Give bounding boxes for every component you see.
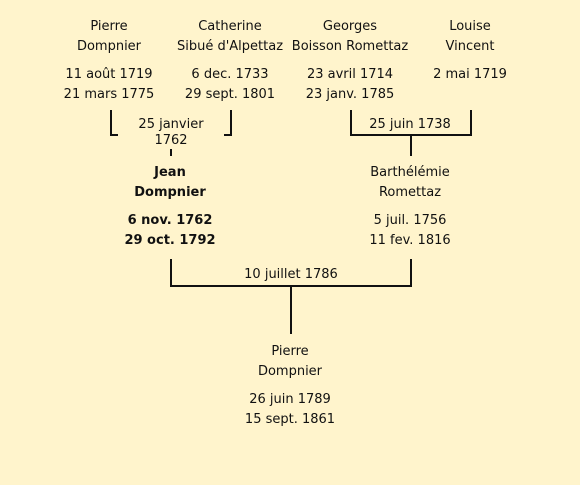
person-last-name: Dompnier	[134, 185, 206, 200]
person-dates: 26 juin 1789 15 sept. 1861	[215, 390, 365, 430]
person-dates: 6 nov. 1762 29 oct. 1792	[95, 211, 245, 251]
person-last-name: Vincent	[445, 39, 495, 54]
person-pierre-dompnier-senior: Pierre Dompnier 11 août 1719 21 mars 177…	[34, 17, 184, 105]
person-georges-boisson-romettaz: Georges Boisson Romettaz 23 avril 1714 2…	[275, 17, 425, 105]
person-barthelemie-romettaz: Barthélémie Romettaz 5 juil. 1756 11 fev…	[335, 163, 485, 251]
right-bracket-left-leg	[350, 110, 352, 136]
birth-date: 11 août 1719	[65, 67, 153, 82]
birth-date: 23 avril 1714	[306, 67, 394, 82]
person-last-name: Sibué d'Alpettaz	[176, 39, 284, 54]
person-louise-vincent: Louise Vincent 2 mai 1719	[395, 17, 545, 85]
person-catherine-sibue: Catherine Sibué d'Alpettaz 6 dec. 1733 2…	[155, 17, 305, 105]
person-last-name: Boisson Romettaz	[291, 39, 409, 54]
person-first-name: Jean	[154, 165, 186, 180]
birth-date: 2 mai 1719	[433, 67, 507, 82]
left-bracket-right-leg	[230, 110, 232, 136]
person-pierre-dompnier-child: Pierre Dompnier 26 juin 1789 15 sept. 18…	[215, 342, 365, 430]
left-bracket-left-leg	[110, 110, 112, 136]
death-date: 15 sept. 1861	[244, 412, 336, 427]
person-dates: 5 juil. 1756 11 fev. 1816	[335, 211, 485, 251]
birth-date: 5 juil. 1756	[373, 213, 447, 228]
person-dates: 2 mai 1719	[395, 65, 545, 85]
marriage-date-dompnier-romettaz: 10 juillet 1786	[236, 267, 346, 283]
person-first-name: Barthélémie	[370, 165, 450, 180]
parent-bracket-right-leg	[410, 259, 412, 287]
death-date: 29 sept. 1801	[184, 87, 276, 102]
person-dates: 11 août 1719 21 mars 1775	[34, 65, 184, 105]
right-descent-line	[410, 136, 412, 156]
right-bracket-right-leg	[470, 110, 472, 136]
marriage-date-dompnier-sibue: 25 janvier 1762	[118, 117, 224, 149]
death-date: 11 fev. 1816	[369, 233, 451, 248]
person-jean-dompnier: Jean Dompnier 6 nov. 1762 29 oct. 1792	[95, 163, 245, 251]
person-first-name: Georges	[322, 19, 378, 34]
death-date: 29 oct. 1792	[124, 233, 216, 248]
person-last-name: Dompnier	[76, 39, 142, 54]
person-first-name: Louise	[449, 19, 491, 34]
marriage-date-boisson-vincent: 25 juin 1738	[362, 117, 458, 133]
parent-bracket-left-leg	[170, 259, 172, 287]
birth-date: 6 dec. 1733	[191, 67, 269, 82]
birth-date: 6 nov. 1762	[127, 213, 213, 228]
death-date: 23 janv. 1785	[305, 87, 395, 102]
birth-date: 26 juin 1789	[249, 392, 331, 407]
person-last-name: Romettaz	[378, 185, 442, 200]
person-first-name: Pierre	[90, 19, 128, 34]
person-dates: 23 avril 1714 23 janv. 1785	[275, 65, 425, 105]
parent-descent-line	[290, 287, 292, 334]
right-bracket-bar	[350, 134, 472, 136]
parent-bracket-bar	[170, 285, 412, 287]
person-dates: 6 dec. 1733 29 sept. 1801	[155, 65, 305, 105]
death-date: 21 mars 1775	[63, 87, 155, 102]
person-last-name: Dompnier	[257, 364, 323, 379]
person-first-name: Catherine	[198, 19, 262, 34]
person-first-name: Pierre	[271, 344, 309, 359]
